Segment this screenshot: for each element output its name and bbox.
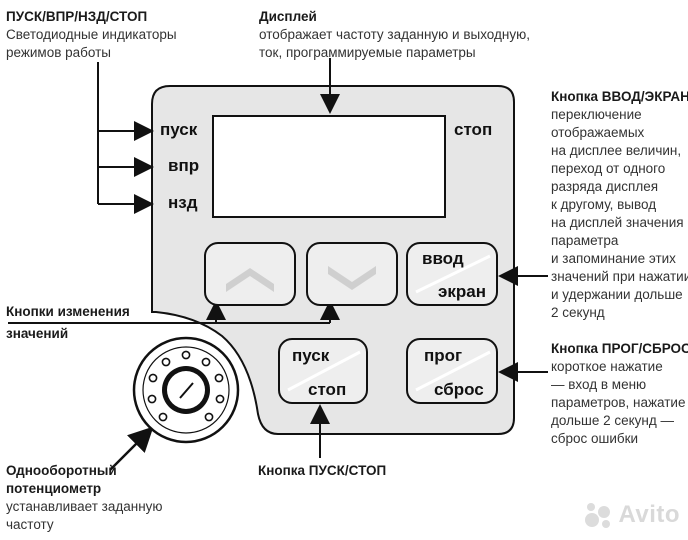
- enter-screen-button[interactable]: ввод экран: [406, 242, 498, 306]
- callout-enter-line: значений при нажатии: [551, 269, 688, 284]
- callout-pot-title: потенциометр: [6, 481, 102, 496]
- display-stop-label: стоп: [454, 120, 493, 139]
- callout-prog-line: — вход в меню: [551, 377, 647, 392]
- callout-display-line: отображает частоту заданную и выходную,: [259, 27, 530, 42]
- callout-leds-title: ПУСК/ВПР/НЗД/СТОП: [6, 9, 148, 24]
- callout-display-title: Дисплей: [259, 9, 317, 24]
- callout-pot: Однооборотный потенциометр устанавливает…: [6, 462, 163, 534]
- chevron-down-icon: [328, 266, 376, 290]
- callout-enter-line: параметра: [551, 233, 619, 248]
- callout-enter-line: 2 секунд: [551, 305, 605, 320]
- callout-pot-title: Однооборотный: [6, 463, 117, 478]
- stop-label: стоп: [308, 380, 347, 399]
- led-back-label: нзд: [168, 193, 198, 212]
- callout-enter-line: на дисплее величин,: [551, 143, 682, 158]
- callout-enter-title: Кнопка ВВОД/ЭКРАН: [551, 89, 688, 104]
- prog-reset-button[interactable]: прог сброс: [406, 338, 498, 404]
- callout-leds-line: режимов работы: [6, 45, 111, 60]
- callout-run-title: Кнопка ПУСК/СТОП: [258, 463, 387, 478]
- callout-enter-line: на дисплей значения: [551, 215, 684, 230]
- callout-pot-line: устанавливает заданную: [6, 499, 163, 514]
- run-stop-button[interactable]: пуск стоп: [278, 338, 368, 404]
- callout-pot-line: частоту: [6, 517, 54, 532]
- callout-updown: Кнопки изменения значений: [6, 303, 130, 343]
- button-divider: [415, 350, 491, 392]
- callout-enter-line: отображаемых: [551, 125, 645, 140]
- reset-label: сброс: [434, 380, 484, 399]
- led-rev-label: впр: [168, 156, 200, 175]
- run-label: пуск: [292, 346, 330, 365]
- callout-prog-line: параметров, нажатие: [551, 395, 686, 410]
- callout-enter-line: и запоминание этих: [551, 251, 676, 266]
- callout-enter-line: и удержании дольше: [551, 287, 683, 302]
- callout-enter-line: переход от одного: [551, 161, 666, 176]
- callout-enter-line: переключение: [551, 107, 642, 122]
- callout-updown-title: Кнопки изменения: [6, 304, 130, 319]
- callout-display-line: ток, программируемые параметры: [259, 45, 476, 60]
- down-button[interactable]: [306, 242, 398, 306]
- up-button[interactable]: [204, 242, 296, 306]
- watermark-text: Avito: [618, 501, 681, 528]
- callout-prog-title: Кнопка ПРОГ/СБРОС: [551, 341, 688, 356]
- callout-display: Дисплей отображает частоту заданную и вы…: [259, 8, 530, 62]
- callout-leds: ПУСК/ВПР/НЗД/СТОП Светодиодные индикатор…: [6, 8, 177, 62]
- callout-prog-line: дольше 2 секунд —: [551, 413, 674, 428]
- callout-enter-line: разряда дисплея: [551, 179, 659, 194]
- callout-prog-line: короткое нажатие: [551, 359, 663, 374]
- callout-leds-line: Светодиодные индикаторы: [6, 27, 177, 42]
- prog-label: прог: [424, 346, 463, 365]
- callout-prog: Кнопка ПРОГ/СБРОС короткое нажатие — вхо…: [551, 340, 688, 448]
- avito-logo-icon: Avito: [582, 500, 680, 530]
- callout-prog-line: сброс ошибки: [551, 431, 639, 446]
- button-divider: [415, 254, 491, 294]
- knob-icon: [132, 336, 240, 444]
- callout-enter-line: к другому, вывод: [551, 197, 657, 212]
- enter-label: ввод: [422, 249, 464, 268]
- screen-label: экран: [438, 282, 487, 301]
- display-window: [212, 115, 446, 218]
- chevron-up-icon: [226, 268, 274, 292]
- led-run-label: пуск: [160, 120, 198, 139]
- button-divider: [287, 350, 361, 392]
- callout-updown-title: значений: [6, 326, 69, 341]
- callout-enter: Кнопка ВВОД/ЭКРАН переключение отображае…: [551, 88, 688, 322]
